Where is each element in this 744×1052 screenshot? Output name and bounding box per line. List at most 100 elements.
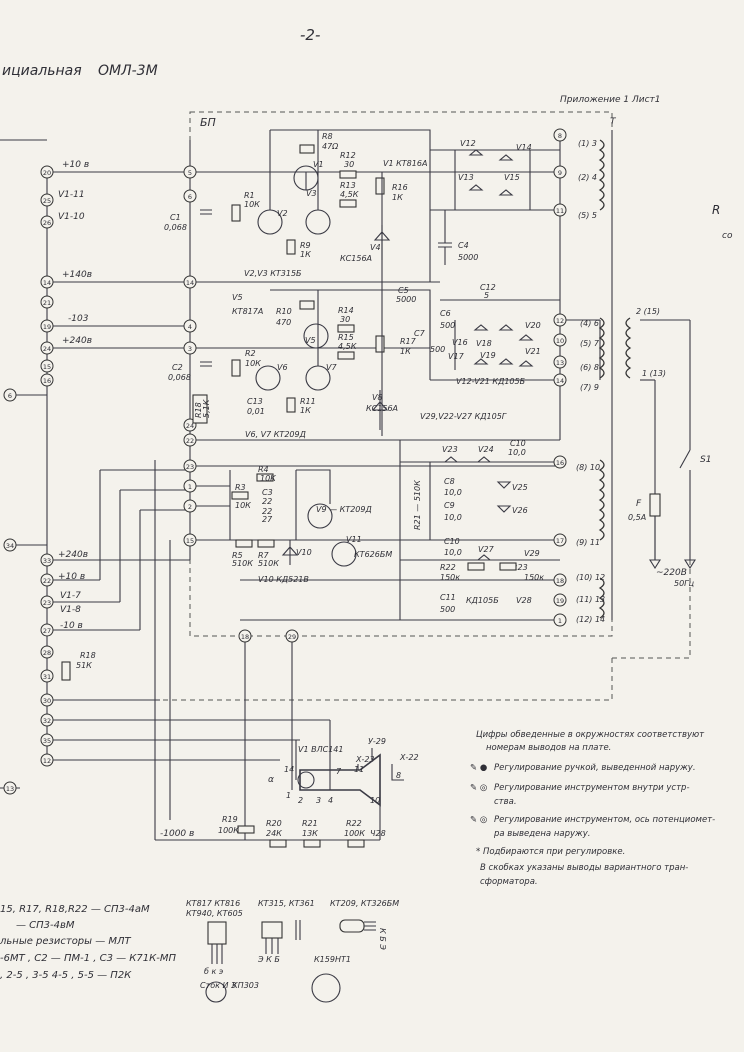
transformer: T 2 (15) 1 (13) (1) 3 (2) 4 (5) 5 (4) 6 … (576, 117, 666, 624)
svg-text:R1: R1 (244, 191, 255, 200)
svg-text:✎ ◎: ✎ ◎ (470, 815, 487, 825)
svg-text:V2,V3 КТ315Б: V2,V3 КТ315Б (244, 269, 302, 278)
svg-text:V23: V23 (442, 445, 458, 454)
svg-text:0,01: 0,01 (247, 407, 265, 416)
svg-text:100К: 100К (218, 826, 239, 835)
svg-text:V25: V25 (512, 483, 528, 492)
svg-text:номерам выводов на плате.: номерам выводов на плате. (486, 743, 611, 753)
svg-text:10К: 10К (260, 474, 276, 483)
svg-text:0,068: 0,068 (168, 373, 191, 382)
parts-list: 15, R17, R18,R22 — СП3-4аМ — СП3-4вМ льн… (0, 904, 176, 981)
svg-text:3: 3 (188, 345, 192, 353)
svg-text:S1: S1 (700, 455, 711, 465)
svg-text:10,0: 10,0 (444, 548, 462, 557)
svg-text:V4: V4 (370, 243, 381, 252)
svg-text:V29: V29 (524, 549, 540, 558)
svg-text:10,0: 10,0 (444, 488, 462, 497)
svg-text:16: 16 (43, 377, 51, 385)
svg-text:, 2-5 , 3-5 4-5 , 5-5 — П2К: , 2-5 , 3-5 4-5 , 5-5 — П2К (0, 970, 132, 981)
svg-text:-6МТ , С2 — ПМ-1 , С3 — К71К-М: -6МТ , С2 — ПМ-1 , С3 — К71К-МП (0, 953, 176, 964)
rectifier-bridges: V12 V14 V13 V15 C4 5000 C5 5000 C12 5 C6… (396, 139, 544, 614)
svg-text:C2: C2 (172, 363, 183, 372)
svg-text:R11: R11 (300, 397, 316, 406)
svg-text:R22: R22 (346, 819, 362, 828)
svg-text:30: 30 (344, 160, 354, 169)
svg-text:2: 2 (188, 503, 192, 511)
svg-text:9: 9 (558, 169, 562, 177)
svg-text:КТ209, КТ326БМ: КТ209, КТ326БМ (330, 899, 399, 908)
svg-text:б к э: б к э (204, 967, 223, 976)
svg-text:26: 26 (43, 219, 51, 227)
svg-text:✎ ●: ✎ ● (470, 763, 487, 773)
svg-text:R15: R15 (338, 333, 354, 342)
stage-v9: R4 10К R3 10К C3 22 22 27 V9 — КТ209Д R5… (229, 465, 392, 584)
svg-text:— СП3-4вМ: — СП3-4вМ (16, 920, 75, 931)
svg-text:V1 КТ816А: V1 КТ816А (383, 159, 427, 168)
svg-text:47Ω: 47Ω (322, 142, 339, 151)
svg-text:C6: C6 (440, 309, 451, 318)
svg-text:R20: R20 (266, 819, 282, 828)
svg-text:C10: C10 (444, 537, 460, 546)
svg-text:C13: C13 (247, 397, 263, 406)
svg-text:13: 13 (556, 359, 564, 367)
svg-text:R21: R21 (302, 819, 318, 828)
svg-text:14: 14 (556, 377, 564, 385)
svg-text:C11: C11 (440, 593, 456, 602)
title-model: ОМЛ-3М (98, 63, 158, 79)
svg-text:R18: R18 (80, 651, 96, 660)
rail-labels: +10 в V1-11 V1-10 +140в -103 +240в +240в… (58, 160, 194, 839)
svg-text:Э К Б: Э К Б (257, 955, 280, 964)
svg-text:V1-8: V1-8 (60, 605, 81, 615)
svg-text:(5) 7: (5) 7 (580, 339, 600, 348)
mid-connector: 5 6 14 4 3 24 22 23 1 2 15 18 29 (183, 165, 299, 643)
svg-text:150к: 150к (440, 573, 460, 582)
svg-text:23: 23 (43, 599, 51, 607)
svg-text:V18: V18 (476, 339, 492, 348)
svg-text:C9: C9 (444, 501, 455, 510)
svg-text:31: 31 (43, 673, 51, 681)
svg-text:1К: 1К (300, 406, 311, 415)
regulator-upper: R8 47Ω R12 30 R13 4,5К V1 КТ816А R16 1К … (164, 129, 431, 300)
svg-text:24: 24 (43, 345, 51, 353)
svg-text:10К: 10К (245, 359, 261, 368)
svg-text:4,5К: 4,5К (338, 342, 357, 351)
svg-text:V16: V16 (452, 338, 468, 347)
svg-text:11: 11 (556, 207, 564, 215)
svg-text:Сток И З: Сток И З (200, 981, 236, 990)
crt-section: У-29 Х-23 Х-22 V1 ВЛС141 α 14 3 4 7 11 8… (61, 651, 419, 848)
svg-text:(10) 12: (10) 12 (576, 573, 605, 582)
svg-text:V7: V7 (326, 363, 337, 372)
svg-text:510К: 510К (232, 559, 253, 568)
svg-text:500: 500 (440, 321, 455, 330)
svg-text:C12: C12 (480, 283, 496, 292)
legend: Цифры обведенные в окружностях соответст… (470, 730, 715, 887)
svg-text:8: 8 (396, 771, 401, 780)
svg-text:Цифры обведенные в окружностях: Цифры обведенные в окружностях соответст… (476, 730, 705, 740)
svg-text:V1-10: V1-10 (58, 212, 85, 222)
svg-text:(8) 10: (8) 10 (576, 463, 600, 472)
svg-text:R4: R4 (258, 465, 269, 474)
svg-text:3: 3 (316, 796, 321, 805)
svg-text:1: 1 (188, 483, 192, 491)
svg-text:(5) 5: (5) 5 (578, 211, 597, 220)
svg-text:V8: V8 (372, 393, 383, 402)
svg-text:14: 14 (186, 279, 194, 287)
svg-text:13К: 13К (302, 829, 318, 838)
svg-text:R16: R16 (392, 183, 408, 192)
svg-text:C10: C10 (510, 439, 526, 448)
svg-text:(4) 6: (4) 6 (580, 319, 599, 328)
svg-text:ства.: ства. (494, 797, 517, 807)
packages: КТ817 КТ816 КТ940, КТ605 б к э КТ315, КТ… (186, 899, 399, 1003)
svg-text:23: 23 (186, 463, 194, 471)
svg-text:сформатора.: сформатора. (480, 877, 538, 887)
svg-text:(9) 11: (9) 11 (576, 538, 600, 547)
svg-text:(2) 4: (2) 4 (578, 173, 597, 182)
svg-text:+140в: +140в (62, 270, 92, 280)
svg-text:510К: 510К (258, 559, 279, 568)
svg-text:22: 22 (43, 577, 51, 585)
svg-text:Регулирование инструментом вну: Регулирование инструментом внутри устр- (494, 783, 690, 793)
svg-text:(1) 3: (1) 3 (578, 139, 597, 148)
svg-text:Х-22: Х-22 (399, 753, 419, 762)
svg-text:6: 6 (188, 193, 192, 201)
svg-text:14: 14 (43, 279, 51, 287)
